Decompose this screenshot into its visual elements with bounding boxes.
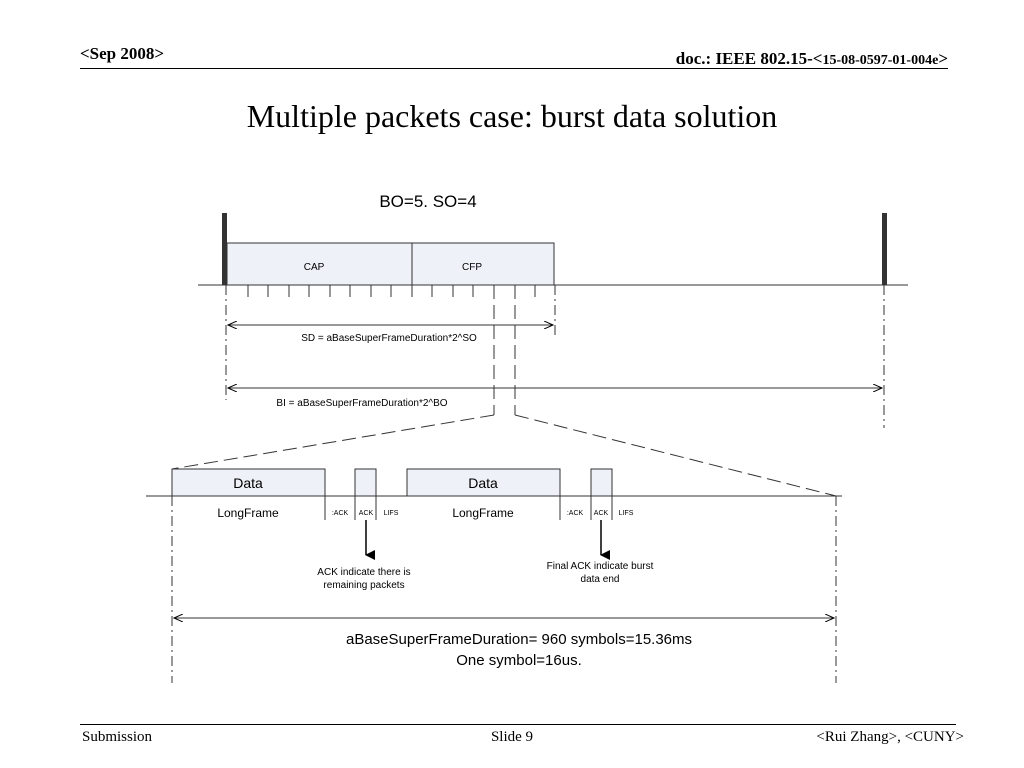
note-1-line-1: ACK indicate there is xyxy=(317,567,410,578)
header-rule xyxy=(80,68,948,69)
header-doc-id: doc.: IEEE 802.15-<15-08-0597-01-004e> xyxy=(676,49,948,69)
beacon-end xyxy=(882,213,887,285)
zoom-lines xyxy=(171,285,837,497)
lifs-label-2: LIFS xyxy=(619,510,634,517)
note-1-line-2: remaining packets xyxy=(323,580,404,591)
duration-label-1: aBaseSuperFrameDuration= 960 symbols=15.… xyxy=(346,631,692,648)
doc-suffix: > xyxy=(938,49,948,68)
bottom-guide-lines xyxy=(171,496,837,683)
doc-number: 15-08-0597-01-004e xyxy=(822,53,939,68)
duration-label-2: One symbol=16us. xyxy=(456,652,582,669)
data-frame-2 xyxy=(406,468,561,497)
data-frame-1 xyxy=(171,468,326,497)
guide-lines xyxy=(225,285,885,428)
footer-author: <Rui Zhang>, <CUNY> xyxy=(816,729,964,745)
cfp-box xyxy=(411,242,555,286)
lifs-label-1: LIFS xyxy=(384,510,399,517)
data-label-2: Data xyxy=(468,475,498,491)
data-label-1: Data xyxy=(233,475,263,491)
header-date: <Sep 2008> xyxy=(80,44,165,63)
sd-label: SD = aBaseSuperFrameDuration*2^SO xyxy=(301,333,477,344)
ack-label-2: ACK xyxy=(594,510,609,517)
cfp-label: CFP xyxy=(462,262,482,273)
footer-submission: Submission xyxy=(82,729,153,745)
footer-rule xyxy=(80,724,956,725)
beacon-start xyxy=(222,213,227,285)
bo-so-params: BO=5. SO=4 xyxy=(379,192,476,211)
longframe-label-1: LongFrame xyxy=(217,506,279,520)
interval-ticks xyxy=(324,496,613,520)
bi-label: BI = aBaseSuperFrameDuration*2^BO xyxy=(276,398,447,409)
note-2-line-1: Final ACK indicate burst xyxy=(547,561,654,572)
footer-slide-number: Slide 9 xyxy=(490,729,534,745)
ack-frame-1 xyxy=(354,468,377,497)
cap-box xyxy=(226,242,413,286)
note-2-line-2: data end xyxy=(581,574,620,585)
sifs-ack-label-1: :ACK xyxy=(332,510,349,517)
ack-frame-2 xyxy=(590,468,613,497)
slot-ticks xyxy=(247,285,536,297)
ack-label-1: ACK xyxy=(359,510,374,517)
cap-label: CAP xyxy=(304,262,325,273)
longframe-label-2: LongFrame xyxy=(452,506,514,520)
sifs-ack-label-2: :ACK xyxy=(567,510,584,517)
doc-prefix: doc.: IEEE 802.15-< xyxy=(675,49,823,68)
slide-title: Multiple packets case: burst data soluti… xyxy=(246,98,778,134)
